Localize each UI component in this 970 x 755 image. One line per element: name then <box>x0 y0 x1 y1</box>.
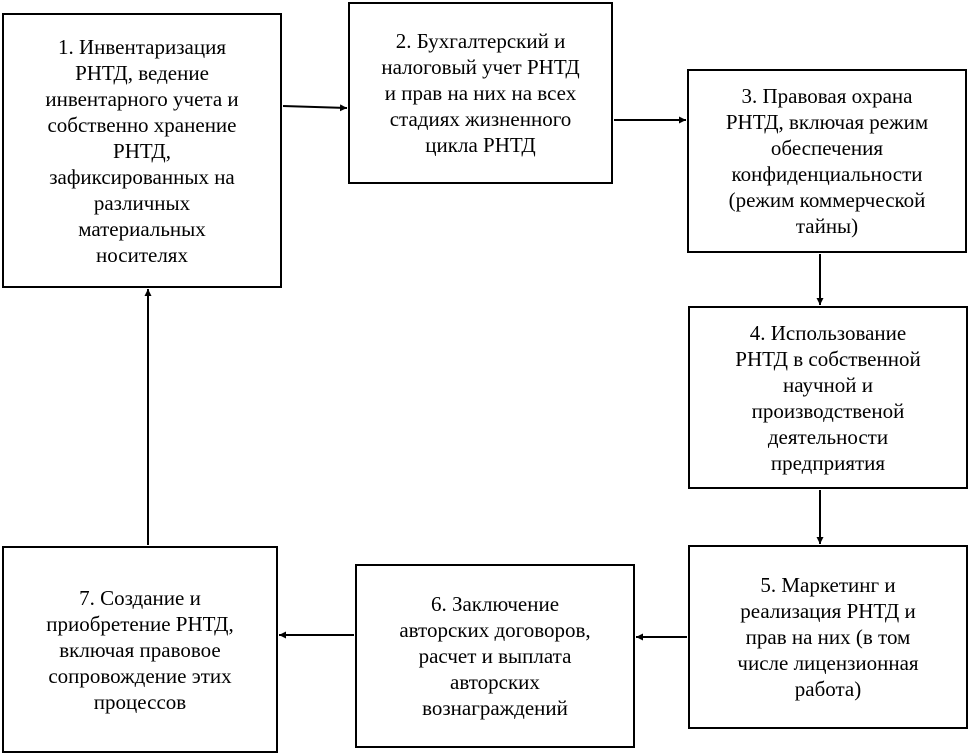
node-author-contracts-label: 6. Заключение авторских договоров, расче… <box>399 592 591 720</box>
node-accounting-label: 2. Бухгалтерский и налоговый учет РНТД и… <box>381 29 580 157</box>
node-inventory-label: 1. Инвентаризация РНТД, ведение инвентар… <box>45 34 239 267</box>
node-marketing-label: 5. Маркетинг и реализация РНТД и прав на… <box>737 573 919 701</box>
node-author-contracts: 6. Заключение авторских договоров, расче… <box>355 564 635 748</box>
node-creation: 7. Создание и приобретение РНТД, включая… <box>2 546 278 753</box>
node-creation-label: 7. Создание и приобретение РНТД, включая… <box>46 585 234 714</box>
node-internal-use: 4. Использование РНТД в собственной науч… <box>688 306 968 489</box>
edge-n1-n2 <box>282 104 348 112</box>
node-accounting: 2. Бухгалтерский и налоговый учет РНТД и… <box>348 2 613 184</box>
node-internal-use-label: 4. Использование РНТД в собственной науч… <box>735 320 921 475</box>
node-inventory: 1. Инвентаризация РНТД, ведение инвентар… <box>2 13 282 288</box>
node-legal-protection: 3. Правовая охрана РНТД, включая режим о… <box>687 69 967 253</box>
node-marketing: 5. Маркетинг и реализация РНТД и прав на… <box>688 545 968 729</box>
node-legal-protection-label: 3. Правовая охрана РНТД, включая режим о… <box>725 84 929 238</box>
